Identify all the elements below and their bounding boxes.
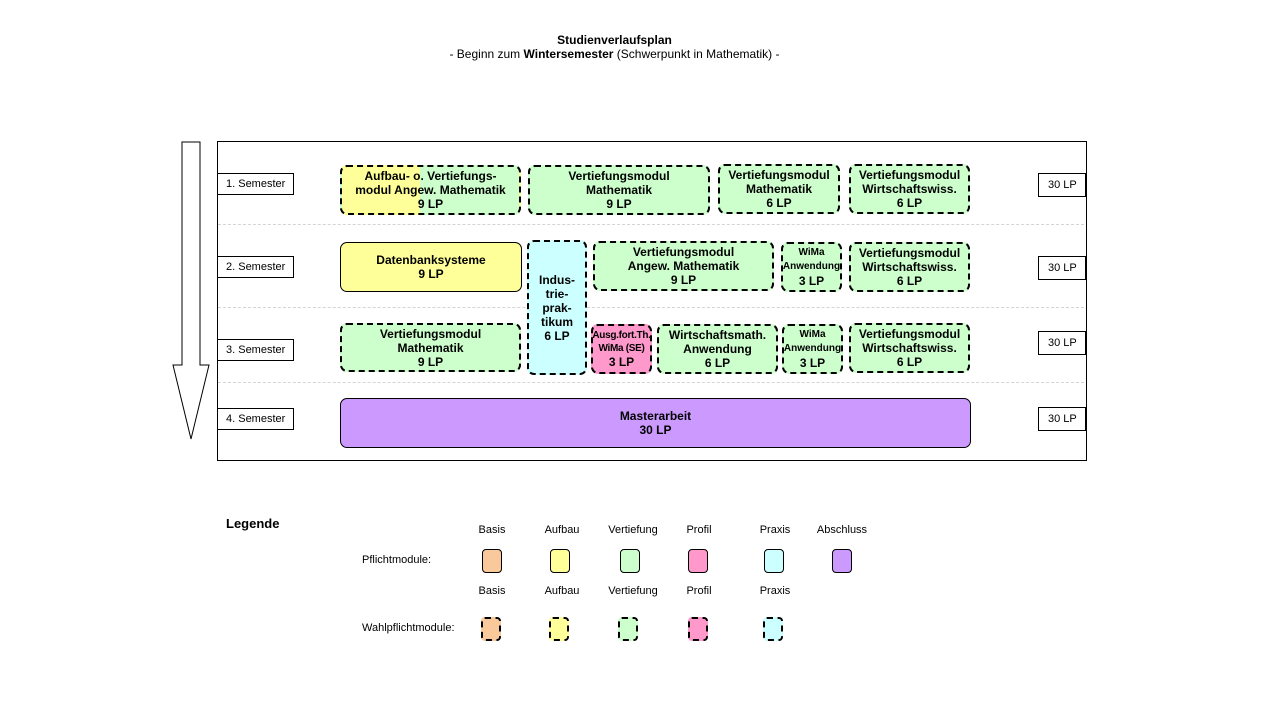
module-ausg-fort-th-wima-se: Ausg.fort.Th. WiMa (SE) 3 LP	[591, 324, 652, 374]
title-line2: - Beginn zum Wintersemester (Schwerpunkt…	[449, 47, 780, 61]
legend-header-profil: Profil	[686, 585, 712, 597]
semester-separator	[218, 382, 1084, 383]
legend-swatch-pflicht-profil	[688, 549, 708, 573]
legend-header-vertiefung: Vertiefung	[608, 585, 658, 597]
page-title: Studienverlaufsplan - Beginn zum Winters…	[0, 33, 1229, 61]
legend-header-abschluss: Abschluss	[816, 524, 868, 536]
legend-header-profil: Profil	[686, 524, 712, 536]
legend-swatch-wahl-vertiefung	[618, 617, 638, 641]
title-line1: Studienverlaufsplan	[557, 33, 672, 47]
timeline-arrow-icon	[172, 141, 210, 440]
legend-swatch-pflicht-basis	[482, 549, 502, 573]
module-vertiefung-mathematik-6lp: Vertiefungsmodul Mathematik 6 LP	[718, 164, 840, 214]
semester-lp-2: 30 LP	[1038, 256, 1086, 280]
module-wirtschaftsmath-anwendung: Wirtschaftsmath. Anwendung 6 LP	[657, 324, 778, 374]
legend-header-aufbau: Aufbau	[544, 585, 580, 597]
plan-frame	[217, 141, 1087, 461]
legend-header-aufbau: Aufbau	[544, 524, 580, 536]
module-vertiefung-wirtschaftswiss-sem2: Vertiefungsmodul Wirtschaftswiss. 6 LP	[849, 242, 970, 292]
legend-swatch-wahl-basis	[481, 617, 501, 641]
legend-title: Legende	[226, 516, 280, 531]
legend-swatch-wahl-aufbau	[549, 617, 569, 641]
semester-separator	[218, 224, 1084, 225]
module-aufbau-vertiefung-angew-mathematik: Aufbau- o. Vertiefungs- modul Angew. Mat…	[340, 165, 521, 215]
semester-lp-1: 30 LP	[1038, 173, 1086, 197]
semester-label-4: 4. Semester	[217, 408, 294, 430]
module-wima-anwendung-sem3: WiMa Anwendung 3 LP	[782, 324, 843, 374]
legend-header-praxis: Praxis	[759, 585, 791, 597]
legend-header-basis: Basis	[478, 585, 506, 597]
legend-swatch-pflicht-abschluss	[832, 549, 852, 573]
semester-lp-4: 30 LP	[1038, 407, 1086, 431]
module-wima-anwendung-sem2: WiMa Anwendung 3 LP	[781, 242, 842, 292]
legend-swatch-pflicht-aufbau	[550, 549, 570, 573]
module-vertiefung-angew-mathematik: Vertiefungsmodul Angew. Mathematik 9 LP	[593, 241, 774, 291]
legend-swatch-wahl-praxis	[763, 617, 783, 641]
module-industriepraktikum: Indus- trie- prak- tikum 6 LP	[527, 240, 587, 375]
legend-swatch-pflicht-vertiefung	[620, 549, 640, 573]
semester-label-1: 1. Semester	[217, 173, 294, 195]
legend-header-basis: Basis	[478, 524, 506, 536]
semester-separator	[218, 307, 1084, 308]
module-vertiefung-wirtschaftswiss-sem3: Vertiefungsmodul Wirtschaftswiss. 6 LP	[849, 323, 970, 373]
legend-swatch-wahl-profil	[688, 617, 708, 641]
semester-lp-3: 30 LP	[1038, 331, 1086, 355]
legend-pflicht-label: Pflichtmodule:	[362, 554, 432, 566]
legend-header-vertiefung: Vertiefung	[608, 524, 658, 536]
legend-header-praxis: Praxis	[759, 524, 791, 536]
semester-label-2: 2. Semester	[217, 256, 294, 278]
legend-swatch-pflicht-praxis	[764, 549, 784, 573]
legend-wahl-label: Wahlpflichtmodule:	[362, 622, 455, 634]
module-datenbanksysteme: Datenbanksysteme 9 LP	[340, 242, 522, 292]
module-masterarbeit: Masterarbeit 30 LP	[340, 398, 971, 448]
module-vertiefung-wirtschaftswiss-sem1: Vertiefungsmodul Wirtschaftswiss. 6 LP	[849, 164, 970, 214]
semester-label-3: 3. Semester	[217, 339, 294, 361]
module-vertiefung-mathematik-9lp: Vertiefungsmodul Mathematik 9 LP	[528, 165, 710, 215]
module-vertiefung-mathematik-sem3: Vertiefungsmodul Mathematik 9 LP	[340, 323, 521, 372]
